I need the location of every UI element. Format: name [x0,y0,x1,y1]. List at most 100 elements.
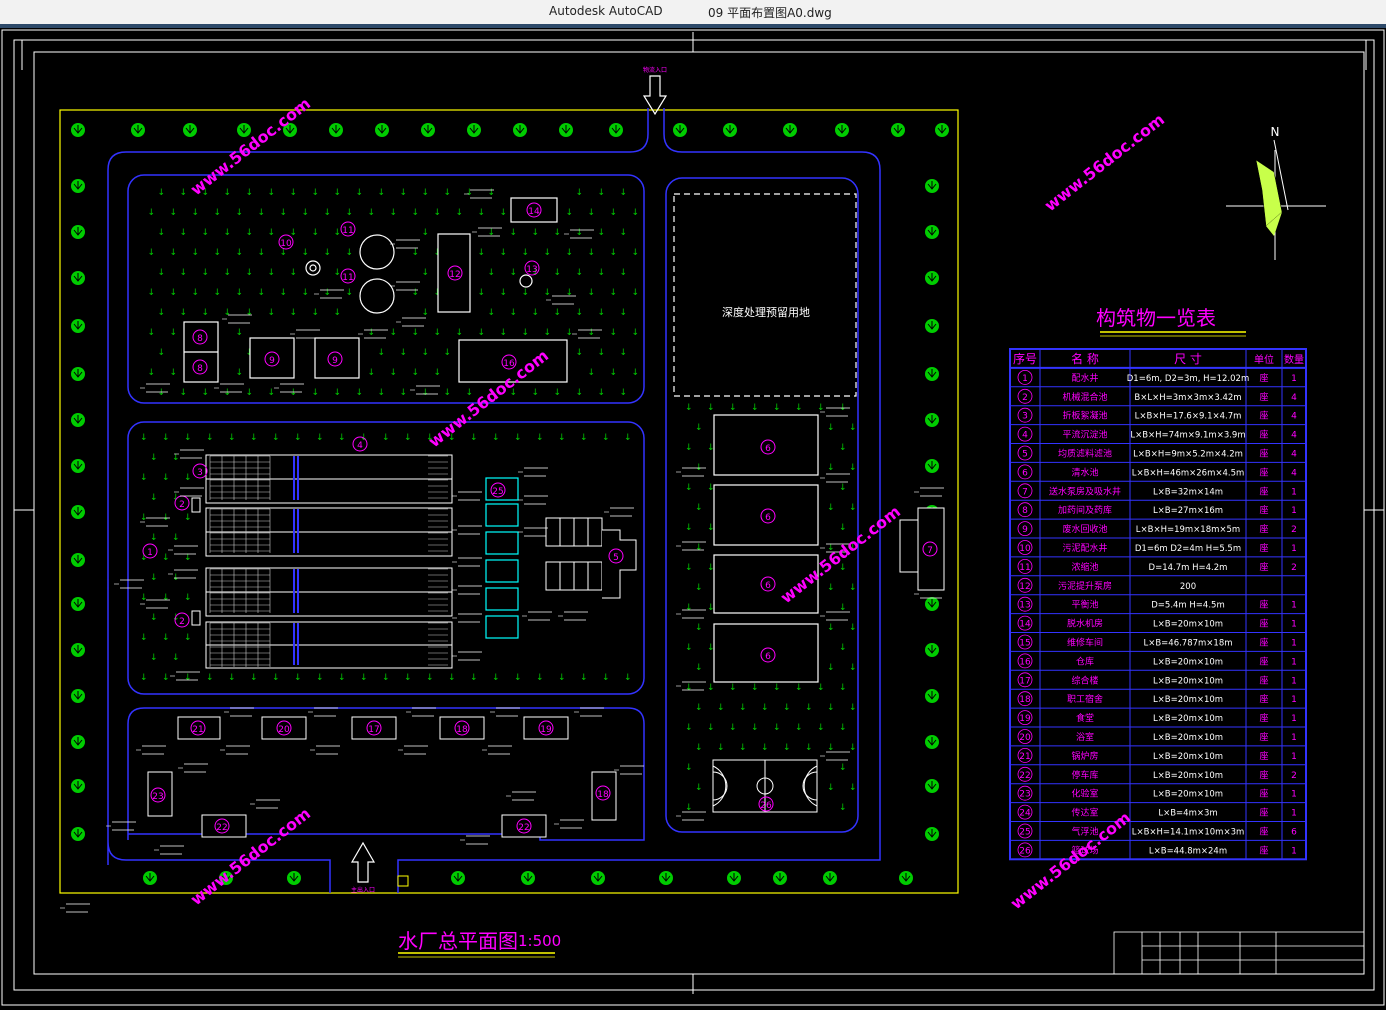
grass-mark: ↓ [214,288,222,298]
grass-mark: ↓ [532,388,540,398]
grass-mark: ↓ [312,308,320,318]
table-cell: 座 [1259,523,1268,535]
grass-mark: ↓ [849,463,857,473]
tree-icon [70,778,86,794]
grass-mark: ↓ [202,308,210,318]
table-cell: 2 [1291,771,1297,781]
table-cell: L×B×H=46m×26m×4.5m [1132,468,1245,478]
grass-mark: ↓ [246,308,254,318]
structure-number-circle [340,268,356,284]
grass-mark: ↓ [576,348,584,358]
grass-mark: ↓ [224,308,232,318]
table-number-circle [1017,729,1033,744]
table-number-circle [1017,672,1033,688]
tree-icon [512,122,528,138]
tree-icon [70,224,86,240]
tree-icon [658,870,674,886]
grass-mark: ↓ [827,743,835,753]
grass-mark: ↓ [751,403,759,413]
tree-icon [70,826,86,842]
table-cell: 8 [1022,506,1028,516]
structure-number-circle [278,234,294,250]
table-cell: 职工宿舍 [1067,693,1103,705]
grass-mark: ↓ [576,228,584,238]
tree-icon [420,122,436,138]
grass-mark: ↓ [192,288,200,298]
grass-mark: ↓ [795,403,803,413]
table-cell: 4 [1291,412,1297,422]
structure-number: 14 [528,207,540,217]
grass-mark: ↓ [206,673,214,683]
grass-mark: ↓ [632,328,640,338]
table-cell: 4 [1291,431,1297,441]
table-cell: L×B=20m×10m [1153,752,1223,762]
grass-mark: ↓ [378,348,386,358]
table-number-circle [1017,445,1033,461]
grass-mark: ↓ [827,543,835,553]
grass-mark: ↓ [338,673,346,683]
site-boundary [59,109,959,894]
tree-icon [924,318,940,334]
grass-mark: ↓ [268,228,276,238]
grass-mark: ↓ [268,188,276,198]
table-cell: 清水池 [1071,466,1098,478]
table-cell: 1 [1291,487,1297,497]
entrance-top-arrow [642,75,668,116]
grass-mark: ↓ [448,673,456,683]
table-cell: 19 [1019,714,1031,724]
table-number-circle [1017,540,1033,555]
grass-mark: ↓ [685,603,693,613]
cad-drawing[interactable]: ↓↓↓↓↓↓↓↓↓↓↓↓↓↓↓↓↓↓↓↓↓↓↓↓↓↓↓↓↓↓↓↓↓↓↓↓↓↓↓↓… [0,28,1386,1006]
grass-mark: ↓ [334,228,342,238]
grass-mark: ↓ [492,433,500,443]
grass-mark: ↓ [456,208,464,218]
grass-pattern: ↓↓↓↓↓↓↓↓↓↓↓↓↓↓↓↓↓↓↓↓↓↓↓↓↓↓↓↓↓↓↓↓↓↓↓↓↓↓↓↓… [140,188,857,813]
grass-mark: ↓ [356,188,364,198]
grass-mark: ↓ [849,503,857,513]
north-label: N [1271,125,1280,139]
grass-mark: ↓ [566,208,574,218]
grass-mark: ↓ [695,743,703,753]
structure-number-circle [214,818,230,834]
grass-mark: ↓ [588,248,596,258]
structure-number: 8 [197,364,203,374]
tree-icon [924,734,940,750]
table-cell: 浓缩池 [1071,561,1098,573]
grass-mark: ↓ [148,328,156,338]
table-cell: 座 [1259,788,1268,800]
grass-mark: ↓ [795,723,803,733]
app-name: Autodesk AutoCAD [549,4,663,18]
grass-mark: ↓ [316,433,324,443]
grass-mark: ↓ [140,633,148,643]
grass-mark: ↓ [576,308,584,318]
grass-mark: ↓ [695,503,703,513]
grass-mark: ↓ [695,663,703,673]
tree-icon [924,412,940,428]
grass-mark: ↓ [598,348,606,358]
structure-number-circle [454,720,470,736]
drawing-canvas[interactable]: ↓↓↓↓↓↓↓↓↓↓↓↓↓↓↓↓↓↓↓↓↓↓↓↓↓↓↓↓↓↓↓↓↓↓↓↓↓↓↓↓… [0,28,1386,1006]
tree-icon [70,270,86,286]
grass-mark: ↓ [729,683,737,693]
tree-icon [142,870,158,886]
grass-mark: ↓ [184,633,192,643]
grass-mark: ↓ [356,388,364,398]
table-cell: D1=6m D2=4m H=5.5m [1135,544,1241,554]
grass-mark: ↓ [685,803,693,813]
table-header-cell: 名 称 [1071,351,1099,366]
grass-mark: ↓ [695,543,703,553]
table-number-circle [1017,804,1033,820]
grass-mark: ↓ [224,268,232,278]
grass-mark: ↓ [566,288,574,298]
grass-mark: ↓ [707,483,715,493]
structure-number: 10 [280,239,292,249]
grass-mark: ↓ [478,248,486,258]
grass-mark: ↓ [268,308,276,318]
tree-icon [924,778,940,794]
main-road [107,108,881,893]
grass-mark: ↓ [412,328,420,338]
tree-icon [608,122,624,138]
table-cell: 座 [1259,429,1268,441]
grass-mark: ↓ [839,523,847,533]
tree-icon [70,178,86,194]
